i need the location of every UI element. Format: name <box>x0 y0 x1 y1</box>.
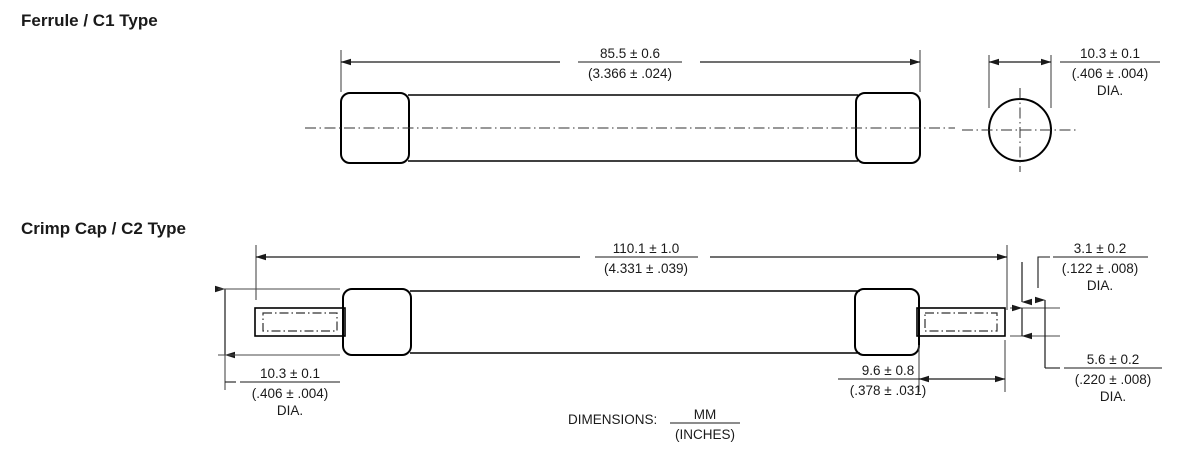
dimension-note-dia: DIA. <box>1097 83 1123 98</box>
dimension-overall-length-c1: 85.5 ± 0.6 (3.366 ± .024) <box>340 46 921 92</box>
dimension-value-mm: 110.1 ± 1.0 <box>613 241 679 256</box>
lead-right-c2 <box>916 307 1006 337</box>
section-title-ferrule-c1: Ferrule / C1 Type <box>21 11 158 30</box>
end-cap-left-c2 <box>342 288 412 356</box>
dimensions-legend: DIMENSIONS: MM (INCHES) <box>568 407 740 442</box>
dimension-value-mm: 85.5 ± 0.6 <box>600 46 660 61</box>
section-title-crimp-cap-c2: Crimp Cap / C2 Type <box>21 219 186 238</box>
dimension-value-mm: 5.6 ± 0.2 <box>1087 352 1139 367</box>
dimension-crimp-diameter-c2: 5.6 ± 0.2 (.220 ± .008) DIA. <box>1035 296 1162 404</box>
section-crimp-cap-c2: Crimp Cap / C2 Type 110.1 ± 1.0 (4.331 ±… <box>21 219 1162 418</box>
dimension-value-inch: (.122 ± .008) <box>1062 261 1138 276</box>
dimension-note-dia: DIA. <box>1100 389 1126 404</box>
dimension-overall-length-c2: 110.1 ± 1.0 (4.331 ± .039) <box>255 241 1008 310</box>
end-cap-right-c2 <box>854 288 920 356</box>
dimension-value-mm: 10.3 ± 0.1 <box>1080 46 1140 61</box>
crimp-detail-right-c2 <box>924 312 998 332</box>
legend-unit-denominator: (INCHES) <box>675 427 735 442</box>
lead-left-c2 <box>254 307 346 337</box>
dimension-body-diameter-c1: 10.3 ± 0.1 (.406 ± .004) DIA. <box>988 46 1160 108</box>
dimension-value-inch: (3.366 ± .024) <box>588 66 672 81</box>
dimension-value-inch: (.378 ± .031) <box>850 383 926 398</box>
dimension-value-mm: 9.6 ± 0.8 <box>862 363 914 378</box>
fuse-body-c2 <box>254 288 1006 356</box>
dimension-cap-length-c2: 9.6 ± 0.8 (.378 ± .031) <box>838 340 1006 398</box>
dimension-value-mm: 10.3 ± 0.1 <box>260 366 320 381</box>
dimension-body-diameter-c2: 10.3 ± 0.1 (.406 ± .004) DIA. <box>215 285 340 418</box>
legend-label: DIMENSIONS: <box>568 412 657 427</box>
dimension-note-dia: DIA. <box>277 403 303 418</box>
fuse-body-c1 <box>305 92 955 164</box>
legend-unit-numerator: MM <box>694 407 717 422</box>
dimension-value-inch: (4.331 ± .039) <box>604 261 688 276</box>
dimension-note-dia: DIA. <box>1087 278 1113 293</box>
section-ferrule-c1: Ferrule / C1 Type 85.5 ± 0.6 (3.366 ± .0… <box>21 11 1160 172</box>
dimension-value-inch: (.406 ± .004) <box>1072 66 1148 81</box>
dimension-value-inch: (.220 ± .008) <box>1075 372 1151 387</box>
crimp-detail-left-c2 <box>262 312 338 332</box>
dimension-lead-diameter-c2: 3.1 ± 0.2 (.122 ± .008) DIA. <box>1010 241 1148 340</box>
dimension-value-mm: 3.1 ± 0.2 <box>1074 241 1126 256</box>
end-view-c1: 10.3 ± 0.1 (.406 ± .004) DIA. <box>962 46 1160 172</box>
dimension-value-inch: (.406 ± .004) <box>252 386 328 401</box>
